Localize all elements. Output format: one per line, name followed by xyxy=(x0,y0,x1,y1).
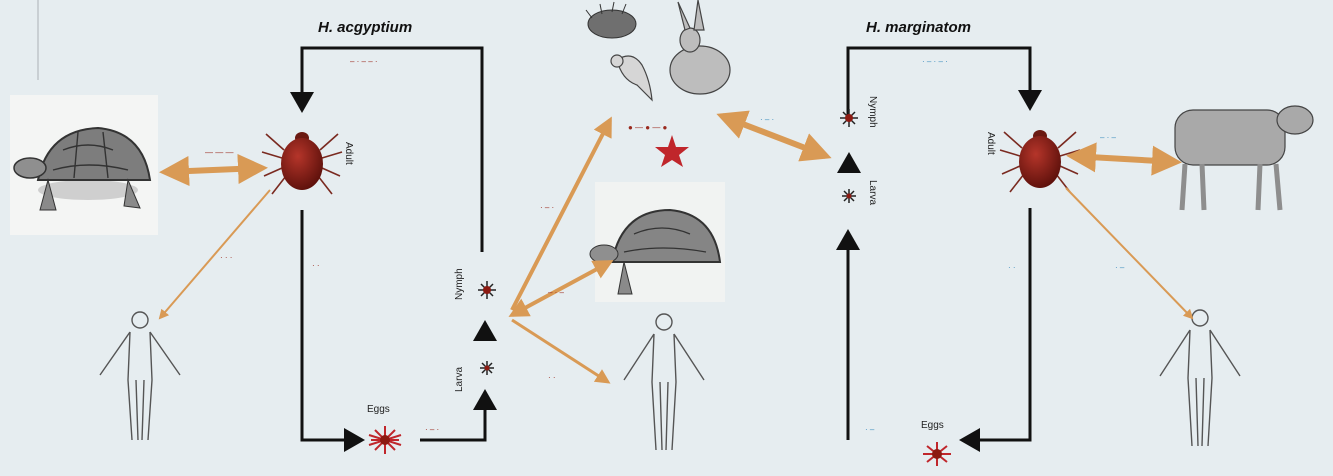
hedgehog-icon xyxy=(586,2,636,38)
larva-icon xyxy=(480,361,494,375)
cow-icon xyxy=(1175,106,1313,210)
svg-text:· – ·: · – · xyxy=(760,115,774,124)
human-icon xyxy=(1160,310,1240,446)
larva-icon xyxy=(842,189,856,203)
hare-icon xyxy=(670,0,730,94)
svg-text:· – ·: · – · xyxy=(540,203,554,212)
scribble-notes-right: · – · – · – · – · · · – · – xyxy=(865,57,1125,434)
egg-cluster-icon xyxy=(923,442,951,466)
host-links-left xyxy=(160,168,270,318)
right-adult-label: Adult xyxy=(985,132,996,155)
nymph-icon xyxy=(478,281,496,299)
svg-text:– · –: – · – xyxy=(1100,133,1117,142)
human-icon xyxy=(100,312,180,440)
left-eggs-label: Eggs xyxy=(367,404,390,415)
scribble-center: ● — ● — ● xyxy=(628,123,668,132)
right-larva-label: Larva xyxy=(867,180,878,205)
svg-text:· –: · – xyxy=(865,425,875,434)
svg-text:· – ·: · – · xyxy=(425,425,439,434)
host-links-right xyxy=(1066,156,1192,318)
right-nymph-label: Nymph xyxy=(867,96,878,128)
left-larva-label: Larva xyxy=(454,367,465,392)
tick-adult-icon xyxy=(262,132,342,194)
transmission-star-icon xyxy=(655,135,689,167)
svg-text:— — —: — — — xyxy=(205,148,233,157)
right-eggs-label: Eggs xyxy=(921,420,944,431)
scribble-notes-left: — — — – · – – · · · · · · · – · xyxy=(205,57,439,434)
svg-text:· ·: · · xyxy=(312,261,320,270)
svg-text:· –: · – xyxy=(1115,263,1125,272)
left-nymph-label: Nymph xyxy=(454,268,465,300)
svg-text:· – · – ·: · – · – · xyxy=(922,57,948,66)
svg-text:– · – – ·: – · – – · xyxy=(350,57,378,66)
svg-text:· ·: · · xyxy=(1008,263,1016,272)
svg-text:· ·: · · xyxy=(548,373,556,382)
svg-text:– · –: – · – xyxy=(548,288,565,297)
tick-adult-icon xyxy=(1000,130,1080,192)
svg-text:· · ·: · · · xyxy=(220,253,232,262)
bird-icon xyxy=(611,55,652,100)
left-adult-label: Adult xyxy=(343,142,354,165)
human-icon xyxy=(624,314,704,450)
egg-cluster-icon xyxy=(369,426,401,454)
nymph-icon xyxy=(840,109,858,127)
species-title-left: H. acgyptium xyxy=(318,19,412,36)
species-title-right: H. marginatom xyxy=(866,19,971,36)
